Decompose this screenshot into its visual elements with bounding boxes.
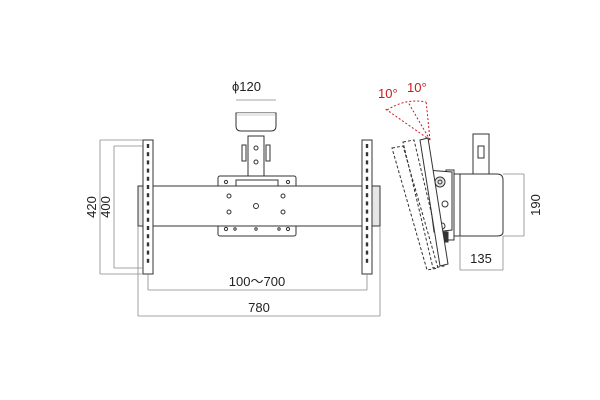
label-height-inner: 400 <box>98 196 113 218</box>
bracket-hole <box>146 152 150 157</box>
dim-width-total <box>137 226 381 317</box>
side-bracket-body <box>445 169 504 241</box>
label-width-range: 100～700 <box>229 274 285 289</box>
bracket-hole <box>365 160 369 165</box>
tilt-angle-guides <box>383 99 431 141</box>
label-pipe-diameter: ϕ120 <box>232 79 261 94</box>
front-dimensions <box>99 99 381 317</box>
bracket-hole <box>146 242 150 247</box>
side-pole <box>472 133 490 175</box>
bracket-hole <box>146 201 150 206</box>
bracket-hole <box>365 250 369 255</box>
bracket-hole <box>146 144 150 148</box>
bracket-hole <box>365 168 369 173</box>
label-side-height: 190 <box>528 194 543 216</box>
left-vertical-bracket <box>142 139 154 275</box>
bracket-hole <box>146 193 150 198</box>
label-tilt-angle-1: 10° <box>378 86 398 101</box>
bracket-hole <box>146 168 150 173</box>
dim-side-depth <box>459 236 504 271</box>
dim-width-range <box>147 274 368 291</box>
dim-side-height <box>503 173 525 237</box>
ceiling-mount-cap <box>235 112 277 132</box>
bracket-hole <box>146 234 150 239</box>
bracket-hole <box>365 242 369 247</box>
side-view <box>383 99 504 271</box>
bracket-hole <box>146 250 150 255</box>
dim-height-outer <box>99 139 143 275</box>
right-vertical-bracket <box>361 139 373 275</box>
front-view <box>137 112 381 275</box>
bracket-hole <box>146 160 150 165</box>
bracket-hole <box>365 185 369 189</box>
label-height-outer: 420 <box>84 196 99 218</box>
bracket-hole <box>365 234 369 239</box>
side-dimensions <box>459 173 525 271</box>
bracket-hole <box>365 209 369 214</box>
bracket-hole <box>146 226 150 230</box>
label-width-total: 780 <box>248 300 270 315</box>
bracket-hole <box>365 144 369 148</box>
bracket-hole <box>365 193 369 198</box>
bracket-hole <box>365 176 369 181</box>
bracket-hole <box>365 258 369 263</box>
support-pole <box>241 135 271 179</box>
label-side-depth: 135 <box>470 251 492 266</box>
bracket-hole <box>365 152 369 157</box>
bracket-hole <box>146 209 150 214</box>
bracket-hole <box>365 226 369 230</box>
plate-center-details <box>226 193 286 215</box>
label-tilt-angle-2: 10° <box>407 80 427 95</box>
bracket-hole <box>365 201 369 206</box>
bracket-hole <box>146 176 150 181</box>
tilt-ghost-positions <box>391 139 445 271</box>
bracket-hole <box>146 185 150 189</box>
bracket-hole <box>146 258 150 263</box>
bracket-hole <box>365 217 369 222</box>
side-vertical-bracket <box>419 137 449 267</box>
bracket-hole <box>146 217 150 222</box>
